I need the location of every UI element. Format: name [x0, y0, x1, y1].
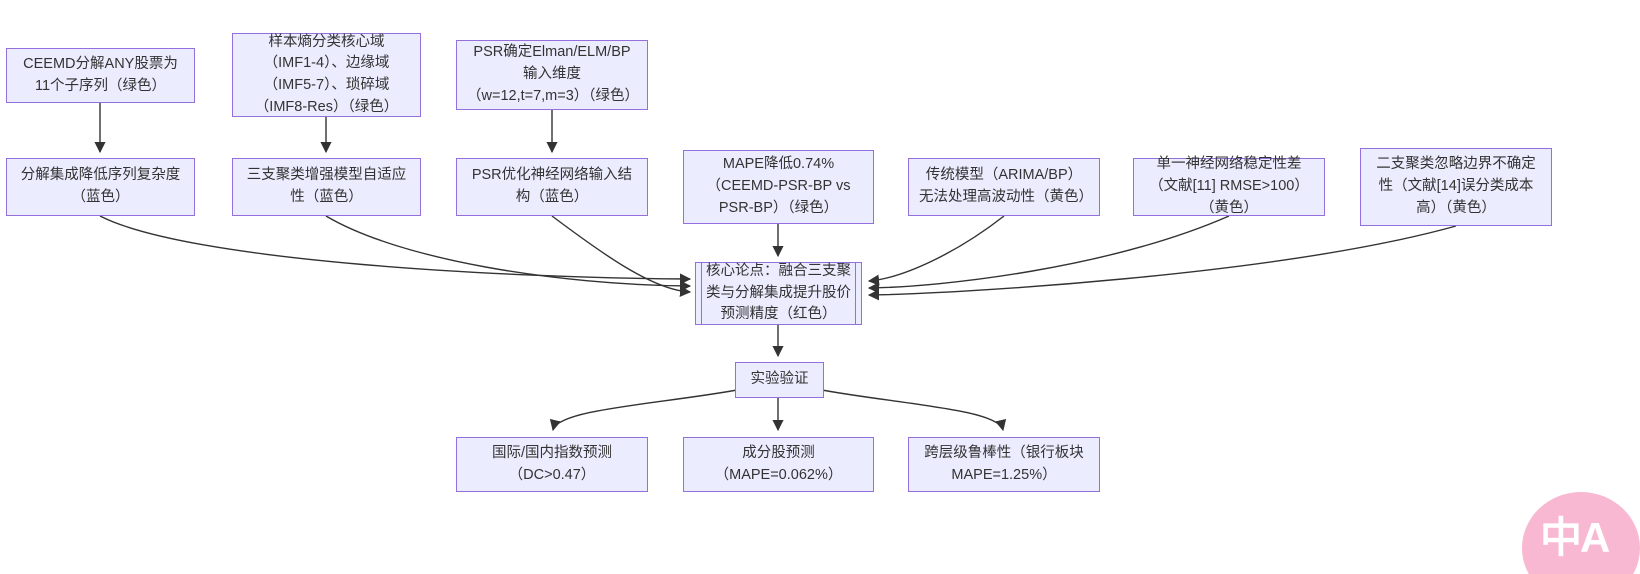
edge-singlenn-core: [867, 215, 1230, 294]
edge-psrstruct-core: [551, 215, 692, 298]
node-constituent-prediction: 成分股预测（MAPE=0.062%）: [683, 437, 874, 492]
node-index-prediction: 国际/国内指数预测（DC>0.47）: [456, 437, 648, 492]
node-decompose-benefit-label: 分解集成降低序列复杂度（蓝色）: [20, 167, 181, 205]
node-two-way-limit: 二支聚类忽略边界不确定性（文献[14]误分类成本高）（黄色）: [1360, 148, 1552, 226]
edge-twoway-core: [867, 225, 1457, 301]
translate-button[interactable]: 中A: [1522, 492, 1640, 574]
node-three-way-adaptivity-label: 三支聚类增强模型自适应性（蓝色）: [246, 167, 407, 205]
node-validation-label: 实验验证: [750, 371, 809, 388]
edge-traditional-core: [867, 215, 1005, 286]
node-core-thesis-label: 核心论点：融合三支聚类与分解集成提升股价预测精度（红色）: [706, 262, 851, 323]
edge-validation-robustness: [821, 389, 1007, 432]
node-psr-dimension-label: PSR确定Elman/ELM/BP输入维度（w=12,t=7,m=3）（绿色）: [467, 44, 640, 104]
node-two-way-limit-label: 二支聚类忽略边界不确定性（文献[14]误分类成本高）（黄色）: [1376, 156, 1536, 216]
node-constituent-prediction-label: 成分股预测（MAPE=0.062%）: [714, 444, 843, 483]
node-mape-improve-label: MAPE降低0.74%（CEEMD-PSR-BP vs PSR-BP）（绿色）: [706, 156, 851, 216]
edge-threeway-core: [325, 215, 692, 292]
node-traditional-limit: 传统模型（ARIMA/BP）无法处理高波动性（黄色）: [908, 158, 1100, 216]
node-three-way-adaptivity: 三支聚类增强模型自适应性（蓝色）: [232, 158, 421, 216]
node-ceemd: CEEMD分解ANY股票为11个子序列（绿色）: [6, 48, 195, 103]
edge-decompose-core: [99, 215, 692, 285]
node-psr-structure-label: PSR优化神经网络输入结构（蓝色）: [471, 167, 633, 205]
node-single-nn-limit: 单一神经网络稳定性差（文献[11] RMSE>100）（黄色）: [1133, 156, 1325, 216]
node-sample-entropy-label: 样本熵分类核心域（IMF1-4）、边缘域（IMF5-7）、琐碎域（IMF8-Re…: [254, 33, 399, 115]
node-index-prediction-label: 国际/国内指数预测（DC>0.47）: [491, 444, 613, 483]
node-ceemd-label: CEEMD分解ANY股票为11个子序列（绿色）: [23, 55, 178, 94]
edge-validation-index: [549, 389, 738, 432]
node-traditional-limit-label: 传统模型（ARIMA/BP）无法处理高波动性（黄色）: [919, 167, 1093, 205]
node-sample-entropy: 样本熵分类核心域（IMF1-4）、边缘域（IMF5-7）、琐碎域（IMF8-Re…: [232, 33, 421, 117]
node-psr-structure: PSR优化神经网络输入结构（蓝色）: [456, 158, 648, 216]
node-single-nn-limit-label: 单一神经网络稳定性差（文献[11] RMSE>100）（黄色）: [1149, 156, 1309, 216]
node-cross-level-robustness-label: 跨层级鲁棒性（银行板块MAPE=1.25%）: [924, 444, 1084, 483]
node-cross-level-robustness: 跨层级鲁棒性（银行板块MAPE=1.25%）: [908, 437, 1100, 492]
translate-icon: 中A: [1540, 514, 1610, 561]
node-psr-dimension: PSR确定Elman/ELM/BP输入维度（w=12,t=7,m=3）（绿色）: [456, 40, 648, 110]
node-decompose-benefit: 分解集成降低序列复杂度（蓝色）: [6, 158, 195, 216]
node-core-thesis: 核心论点：融合三支聚类与分解集成提升股价预测精度（红色）: [695, 262, 862, 325]
node-mape-improve: MAPE降低0.74%（CEEMD-PSR-BP vs PSR-BP）（绿色）: [683, 150, 874, 224]
node-validation: 实验验证: [735, 362, 824, 398]
